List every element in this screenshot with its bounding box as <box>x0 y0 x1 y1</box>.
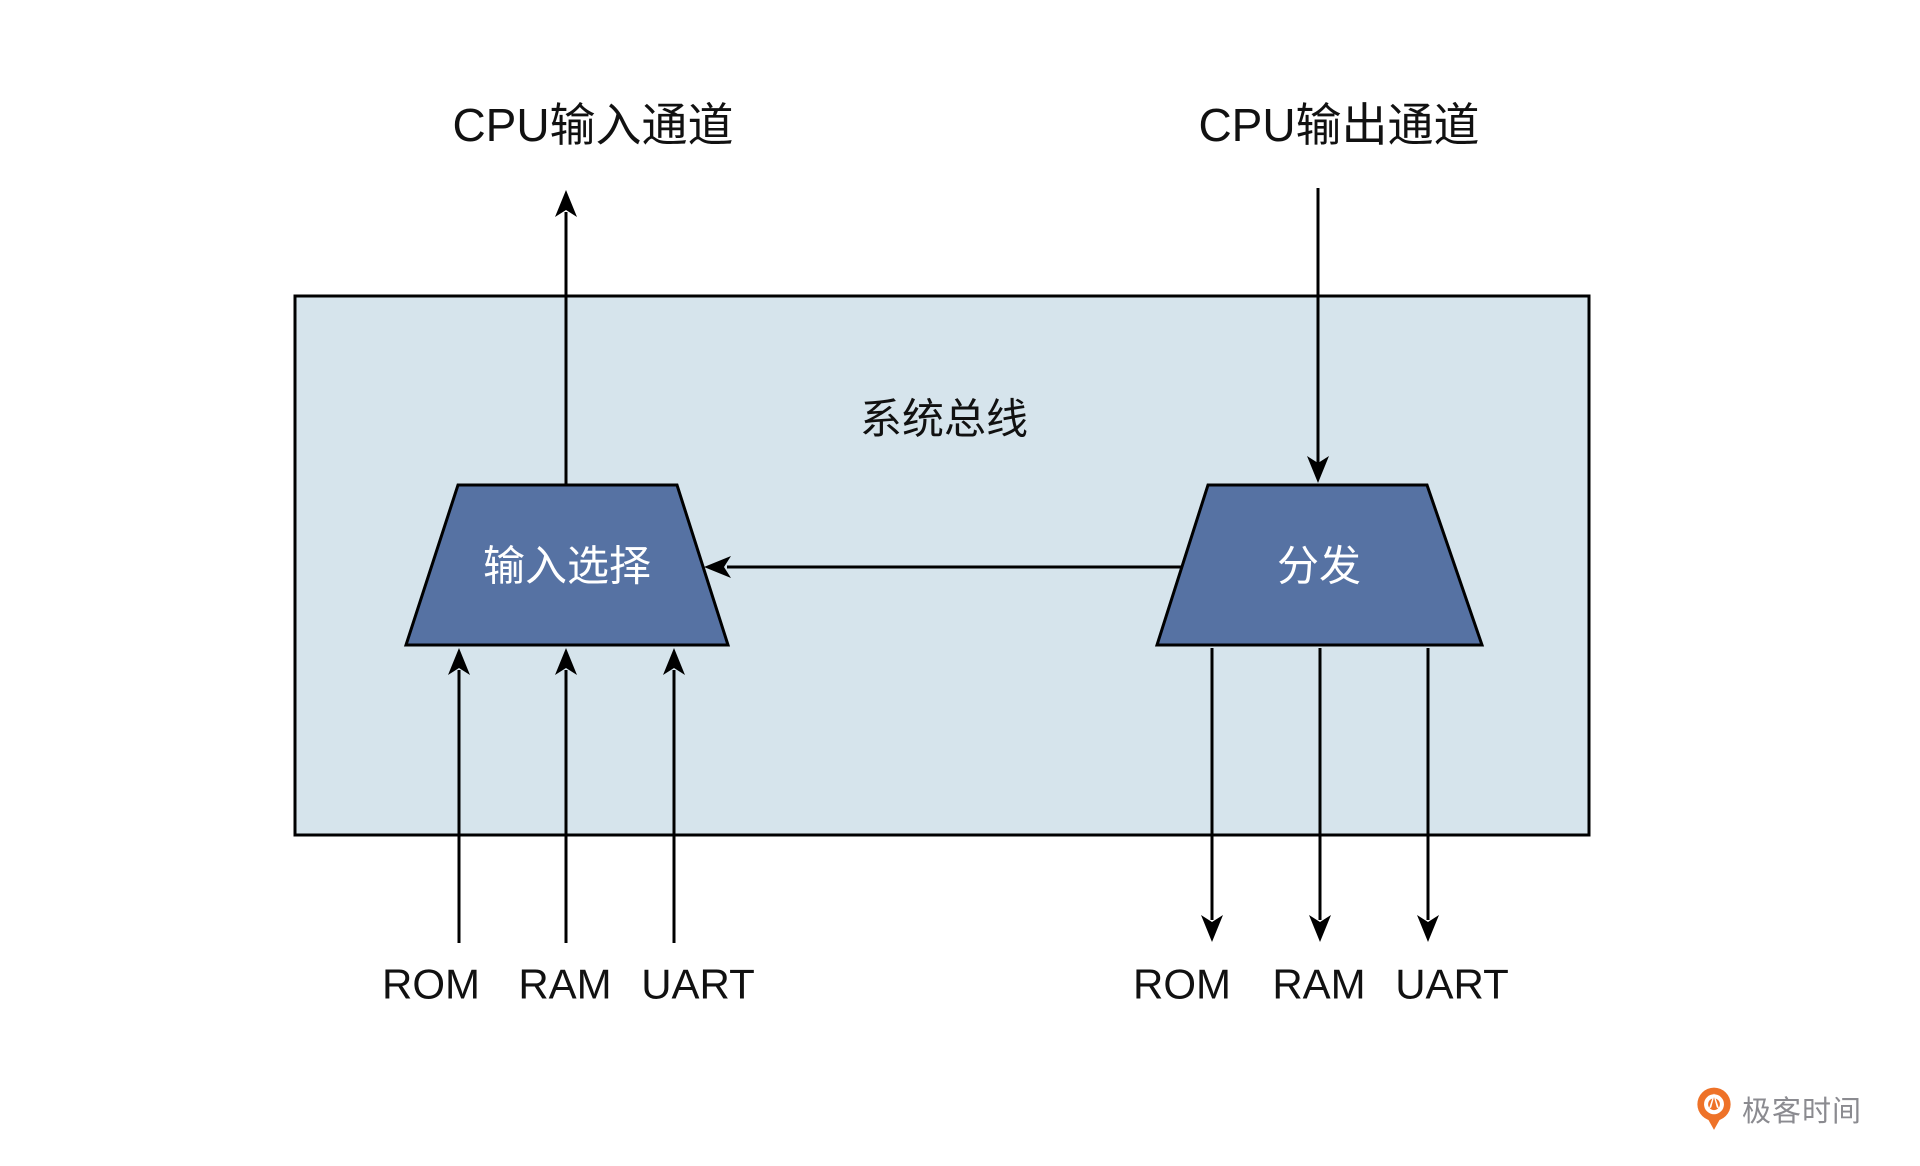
cpu-input-channel-title: CPU输入通道 <box>452 99 733 151</box>
left-port-label-uart: UART <box>641 961 755 1008</box>
cpu-input-arrow <box>555 190 577 486</box>
rom-input-arrow <box>448 648 470 943</box>
right-port-label-ram: RAM <box>1272 961 1365 1008</box>
geektime-logo: 极客时间 <box>1695 1084 1862 1134</box>
system-bus-label: 系统总线 <box>860 396 1028 443</box>
input-selector-label: 输入选择 <box>483 543 651 590</box>
distributor-to-selector-arrow <box>704 556 1182 578</box>
cpu-output-arrow <box>1307 188 1329 483</box>
distributor-trapezoid <box>1154 483 1485 647</box>
rom-output-arrow <box>1201 648 1223 942</box>
geektime-pin-icon <box>1697 1087 1731 1130</box>
left-port-label-rom: ROM <box>382 961 480 1008</box>
right-port-label-uart: UART <box>1395 961 1509 1008</box>
distributor-label: 分发 <box>1277 543 1361 590</box>
ram-output-arrow <box>1309 648 1331 942</box>
geektime-logo-text: 极客时间 <box>1742 1096 1863 1128</box>
uart-output-arrow <box>1417 648 1439 942</box>
cpu-output-channel-title: CPU输出通道 <box>1198 99 1479 151</box>
right-port-label-rom: ROM <box>1133 961 1231 1008</box>
left-port-label-ram: RAM <box>518 961 611 1008</box>
uart-input-arrow <box>663 648 685 943</box>
input-selector-trapezoid <box>403 483 731 647</box>
ram-input-arrow <box>555 648 577 943</box>
